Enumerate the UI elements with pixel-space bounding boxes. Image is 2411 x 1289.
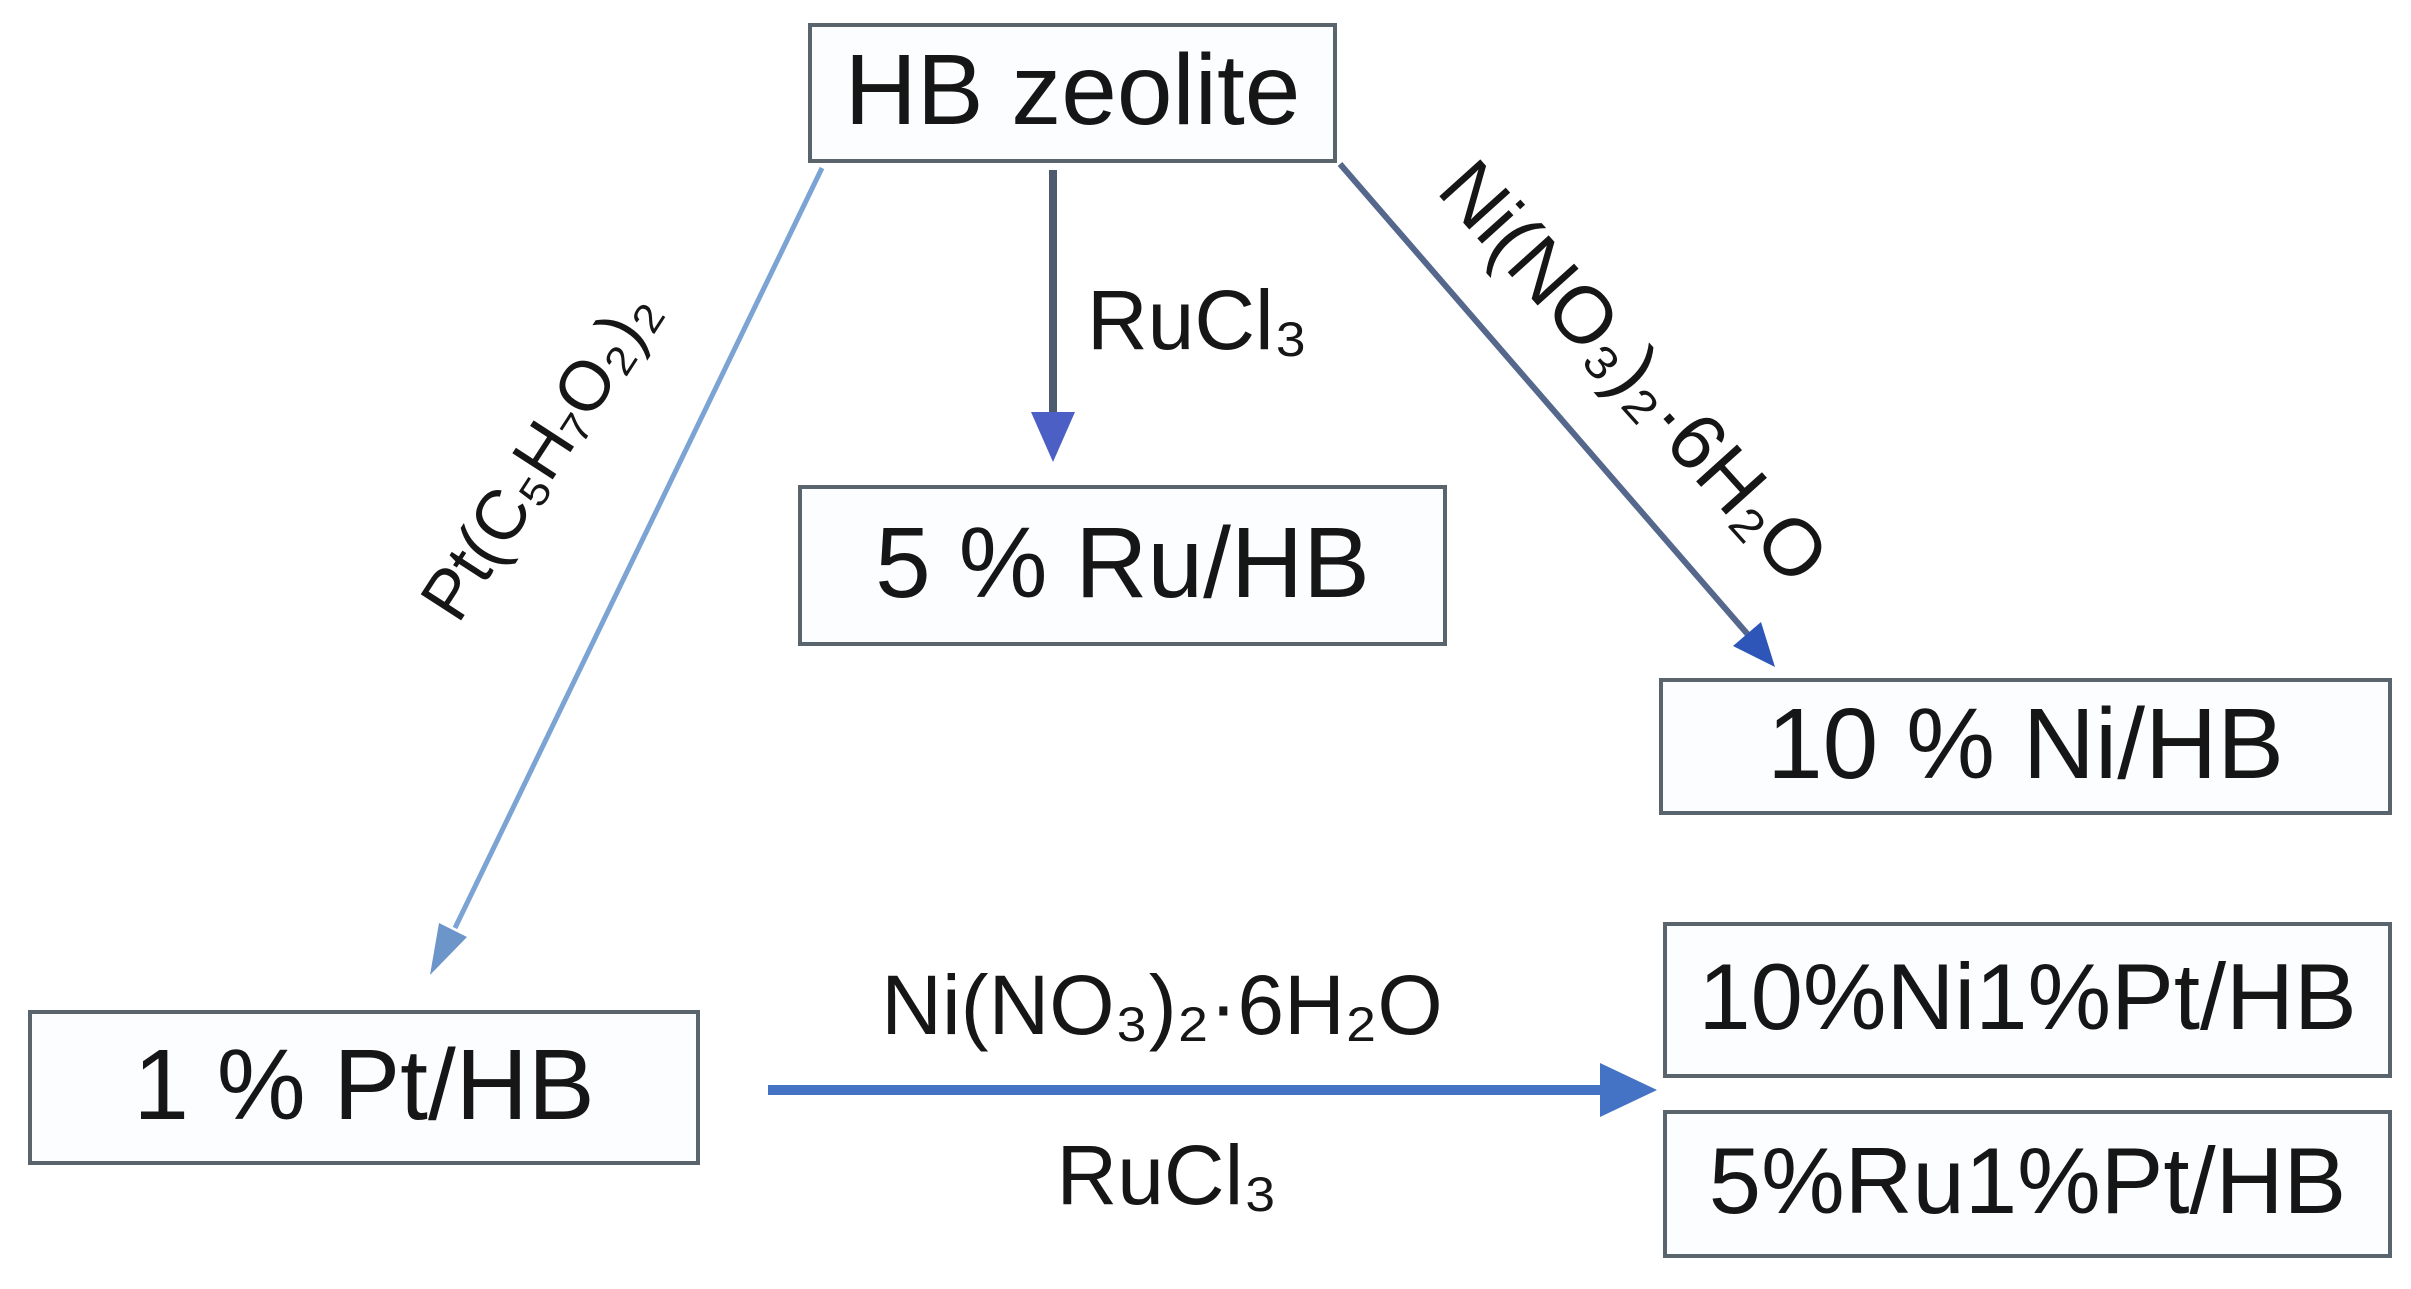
arrow-pt-head (430, 923, 467, 975)
node-label: HB zeolite (844, 34, 1301, 146)
node-5ru1pt-hb: 5%Ru1%Pt/HB (1663, 1110, 2392, 1258)
node-1pt-hb: 1 % Pt/HB (28, 1010, 700, 1165)
node-5ru-hb: 5 % Ru/HB (798, 485, 1447, 646)
arrow-ru-head (1031, 412, 1075, 462)
arrow-ni-head (1733, 622, 1775, 667)
node-label: 1 % Pt/HB (133, 1028, 595, 1141)
node-label: 10%Ni1%Pt/HB (1698, 944, 2357, 1049)
node-label: 5%Ru1%Pt/HB (1708, 1128, 2347, 1233)
node-10ni1pt-hb: 10%Ni1%Pt/HB (1663, 922, 2392, 1078)
reagent-label-rucl3-vertical: RuCl₃ (1087, 273, 1308, 367)
node-10ni-hb: 10 % Ni/HB (1659, 678, 2392, 815)
arrow-pt-shaft (452, 166, 825, 930)
node-label: 5 % Ru/HB (875, 506, 1370, 619)
node-label: 10 % Ni/HB (1767, 687, 2284, 800)
reagent-label-rucl3-horizontal: RuCl₃ (1056, 1128, 1278, 1222)
arrow-bimetallic-head (1600, 1063, 1657, 1117)
arrow-ni-shaft (1337, 162, 1753, 639)
node-hb-zeolite: HB zeolite (808, 23, 1337, 163)
reagent-label-ni-nitrate-horizontal: Ni(NO₃)₂·6H₂O (881, 958, 1443, 1052)
